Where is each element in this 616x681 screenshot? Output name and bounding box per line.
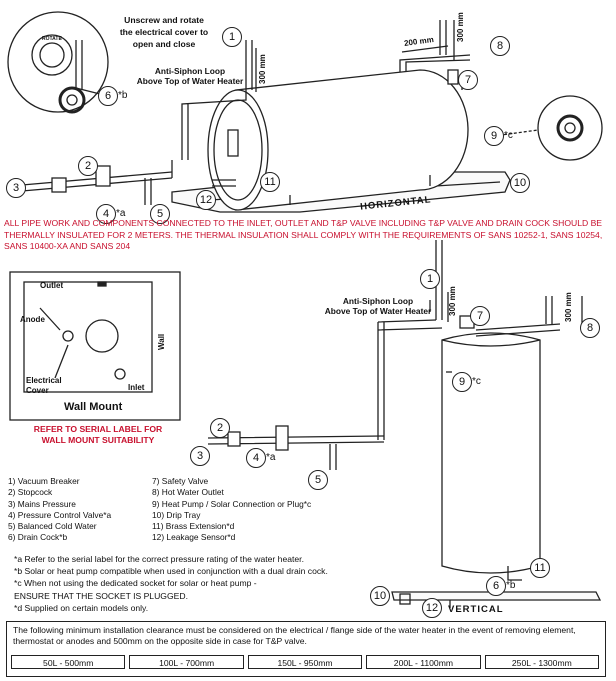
callout-1-top: 1 bbox=[222, 27, 242, 47]
callout-10-top: 10 bbox=[510, 173, 530, 193]
callout-3-top: 3 bbox=[6, 178, 26, 198]
wall-outlet-label: Outlet bbox=[40, 281, 64, 290]
callout-10-vert: 10 bbox=[370, 586, 390, 606]
callout-4a-vert: *a bbox=[266, 452, 276, 463]
callout-11-top: 11 bbox=[260, 172, 280, 192]
clearance-text: The following minimum installation clear… bbox=[13, 625, 576, 646]
callout-8-top: 8 bbox=[490, 36, 510, 56]
callout-12-top: 12 bbox=[196, 190, 216, 210]
callout-4a-top: *a bbox=[116, 208, 126, 219]
clearance-100l: 100L - 700mm bbox=[129, 655, 244, 669]
dim-300-top-1: 300 mm bbox=[258, 54, 267, 84]
clearance-50l: 50L - 500mm bbox=[11, 655, 126, 669]
callout-4-vert: 4 bbox=[246, 448, 266, 468]
clearance-150l: 150L - 950mm bbox=[247, 655, 363, 669]
callout-11-vert: 11 bbox=[530, 558, 550, 578]
footnotes: *a Refer to the serial label for the cor… bbox=[14, 554, 328, 613]
callout-7-top: 7 bbox=[458, 70, 478, 90]
cover-detail-circle bbox=[7, 11, 109, 113]
wall-inlet-label: Inlet bbox=[128, 383, 145, 392]
clearance-200l: 200L - 1100mm bbox=[366, 655, 481, 669]
dim-300-vert-1: 300 mm bbox=[448, 286, 457, 316]
callout-12-vert: 12 bbox=[422, 598, 442, 618]
callout-6b-top: *b bbox=[118, 90, 128, 101]
clearance-box: The following minimum installation clear… bbox=[6, 621, 606, 677]
callout-2-vert: 2 bbox=[210, 418, 230, 438]
callout-9c-vert: *c bbox=[472, 376, 481, 387]
insulation-warning: ALL PIPE WORK AND COMPONENTS CONNECTED T… bbox=[4, 218, 603, 251]
tank-horizontal bbox=[235, 69, 469, 211]
wall-mount-box bbox=[9, 271, 181, 421]
callout-3-vert: 3 bbox=[190, 446, 210, 466]
rotate-label: ROTATE bbox=[42, 36, 62, 42]
clearance-250l: 250L - 1300mm bbox=[484, 655, 600, 669]
wall-anode-label: Anode bbox=[20, 315, 45, 324]
callout-5-top: 5 bbox=[150, 204, 170, 224]
callout-5-vert: 5 bbox=[308, 470, 328, 490]
callout-6-top: 6 bbox=[98, 86, 118, 106]
callout-6-vert: 6 bbox=[486, 576, 506, 596]
drip-tray-vertical bbox=[391, 591, 602, 601]
callout-6b-vert: *b bbox=[506, 580, 516, 591]
tank-vertical bbox=[441, 332, 541, 574]
callout-2-top: 2 bbox=[78, 156, 98, 176]
wall-mount-title: Wall Mount bbox=[64, 401, 123, 413]
callout-4-top: 4 bbox=[96, 204, 116, 224]
callout-9-vert: 9 bbox=[452, 372, 472, 392]
callout-8-vert: 8 bbox=[580, 318, 600, 338]
wall-label: Wall bbox=[157, 333, 166, 350]
dim-300-vert-2: 300 mm bbox=[564, 292, 573, 322]
callout-7-vert: 7 bbox=[470, 306, 490, 326]
callout-1-vert: 1 bbox=[420, 269, 440, 289]
clearance-row: 50L - 500mm 100L - 700mm 150L - 950mm 20… bbox=[11, 655, 600, 669]
callout-9-top: 9 bbox=[484, 126, 504, 146]
callout-9c-top: *c bbox=[504, 130, 513, 141]
dim-300-top-2: 300 mm bbox=[456, 12, 465, 42]
vertical-label: VERTICAL bbox=[448, 604, 504, 615]
